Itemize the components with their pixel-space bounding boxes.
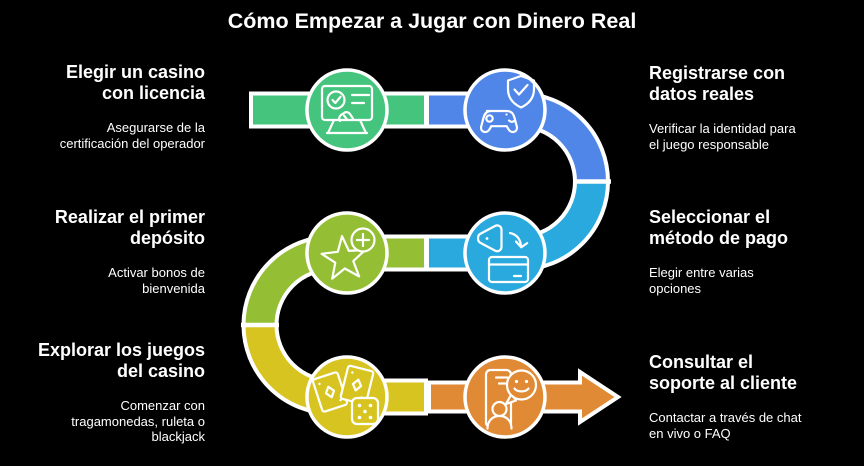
support-chat-icon (484, 368, 538, 430)
step-5-text: Explorar los juegos del casino Comenzar … (15, 340, 205, 445)
gamepad-shield-icon (479, 74, 536, 134)
step-6-description: Contactar a través de chat en vivo o FAQ (649, 410, 802, 441)
step-circle-4 (305, 211, 389, 295)
step-circle-3 (463, 211, 547, 295)
step-6-heading: Consultar el soporte al cliente (649, 352, 798, 393)
step-1-description: Asegurarse de la certificación del opera… (59, 120, 205, 151)
step-4-text: Realizar el primer depósito Activar bono… (15, 207, 205, 296)
star-plus-icon (320, 227, 376, 280)
cards-dice-icon (311, 364, 380, 426)
step-5-description: Comenzar con tragamonedas, ruleta o blac… (71, 398, 205, 444)
wallet-to-card-icon (476, 224, 530, 284)
step-4-description: Activar bonos de bienvenida (108, 265, 205, 296)
page-title: Cómo Empezar a Jugar con Dinero Real (227, 9, 637, 33)
step-3-text: Seleccionar el método de pago Elegir ent… (649, 207, 829, 296)
step-circle-1 (305, 68, 389, 152)
step-1-heading: Elegir un casino con licencia (65, 62, 205, 103)
step-1-text: Elegir un casino con licencia Asegurarse… (15, 62, 205, 151)
step-3-description: Elegir entre varias opciones (649, 265, 754, 296)
step-5-heading: Explorar los juegos del casino (37, 340, 205, 381)
step-2-heading: Registrarse con datos reales (649, 63, 786, 104)
step-4-heading: Realizar el primer depósito (54, 207, 205, 248)
license-check-icon (320, 84, 374, 135)
step-6-text: Consultar el soporte al cliente Contacta… (649, 352, 829, 441)
step-2-text: Registrarse con datos reales Verificar l… (649, 63, 829, 152)
step-2-description: Verificar la identidad para el juego res… (649, 121, 796, 152)
step-3-heading: Seleccionar el método de pago (649, 207, 788, 248)
